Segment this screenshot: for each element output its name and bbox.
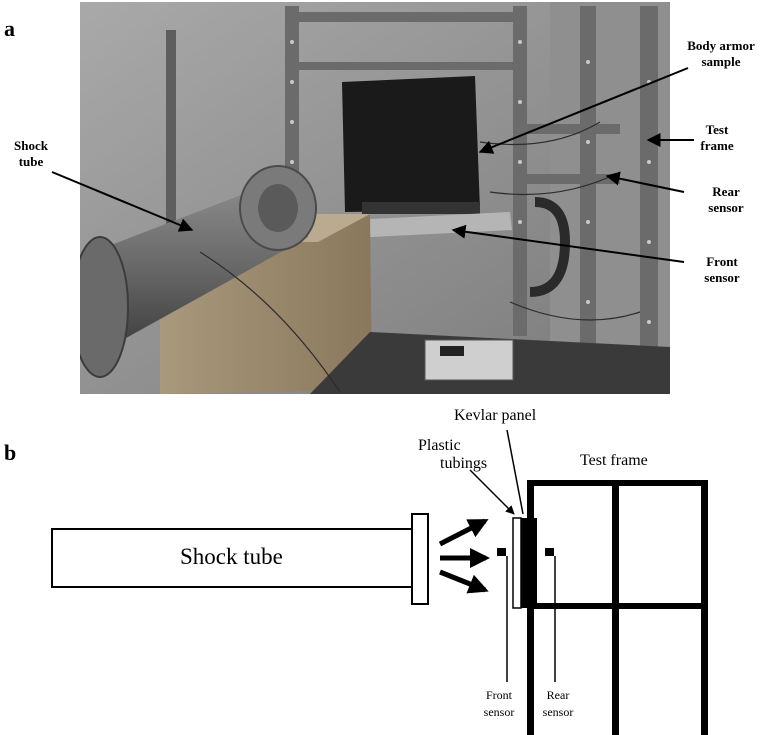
schematic-front-sensor [497,548,506,556]
schematic-rear-sensor-line2: sensor [542,705,574,719]
label-rear-sensor-line1: Rear [712,184,740,199]
arrow-front-sensor [451,224,685,263]
photo-pole [166,30,176,330]
label-test-frame-line1: Test [705,122,729,137]
arrow-body-armor [478,67,689,154]
panel-label-b: b [4,440,17,465]
label-shock-tube-line1: Shock [14,138,48,153]
label-test-frame-line2: frame [700,138,734,153]
schematic-front-sensor-label: Front sensor [478,687,520,721]
photo-tube-flange-inner [258,184,298,232]
arrow-shock-tube [51,171,194,232]
label-body-armor-line2: sample [701,54,741,69]
blast-arrow-up [438,518,489,547]
schematic-shock-tube-label: Shock tube [180,544,283,569]
label-test-frame: Test frame [692,122,742,154]
schematic-plastic-tubing [512,517,522,609]
label-front-sensor-line2: sensor [704,270,740,285]
photo-c-clamp [529,197,571,297]
label-rear-sensor-line2: sensor [708,200,744,215]
schematic-tubings-line2: tubings [440,455,488,472]
tubing-label-pointer [469,469,515,515]
label-front-sensor: Front sensor [692,254,752,286]
photo-annotation-arrows [51,67,694,263]
photo-armor-fringe [362,202,480,214]
photo-armor-sample [342,76,480,212]
photo-test-frame [285,6,658,394]
schematic-front-sensor-line1: Front [485,688,512,702]
kevlar-label-pointer [506,429,524,515]
photo-electronics-box [424,339,514,381]
experiment-photo [80,2,670,394]
schematic-shock-tube [51,528,413,588]
schematic-test-frame-label: Test frame [580,452,648,469]
photo-mount-plate [350,212,512,238]
arrow-rear-sensor [605,171,685,193]
label-body-armor-line1: Body armor [687,38,755,53]
schematic-kevlar-label: Kevlar panel [454,407,537,424]
photo-electronics-display [440,346,464,356]
blast-arrow-down [439,569,489,594]
schematic-front-sensor-line2: sensor [483,705,515,719]
schematic-rear-sensor-label: Rear sensor [537,687,579,721]
label-rear-sensor: Rear sensor [698,184,754,216]
photo-tube-base-flange [80,236,129,378]
schematic-rear-sensor [545,548,554,556]
panel-label-a: a [4,16,15,41]
label-front-sensor-line1: Front [706,254,738,269]
schematic-tube-flange [411,513,429,605]
label-body-armor: Body armor sample [680,38,762,70]
schematic-diagram [51,429,708,735]
schematic-test-frame [527,480,708,735]
schematic-tubings-line1: Plastic [418,437,461,454]
label-shock-tube: Shock tube [8,138,54,170]
schematic-rear-sensor-line1: Rear [546,688,570,702]
schematic-tubings-label: Plastic tubings [418,437,487,473]
label-shock-tube-line2: tube [18,154,44,169]
